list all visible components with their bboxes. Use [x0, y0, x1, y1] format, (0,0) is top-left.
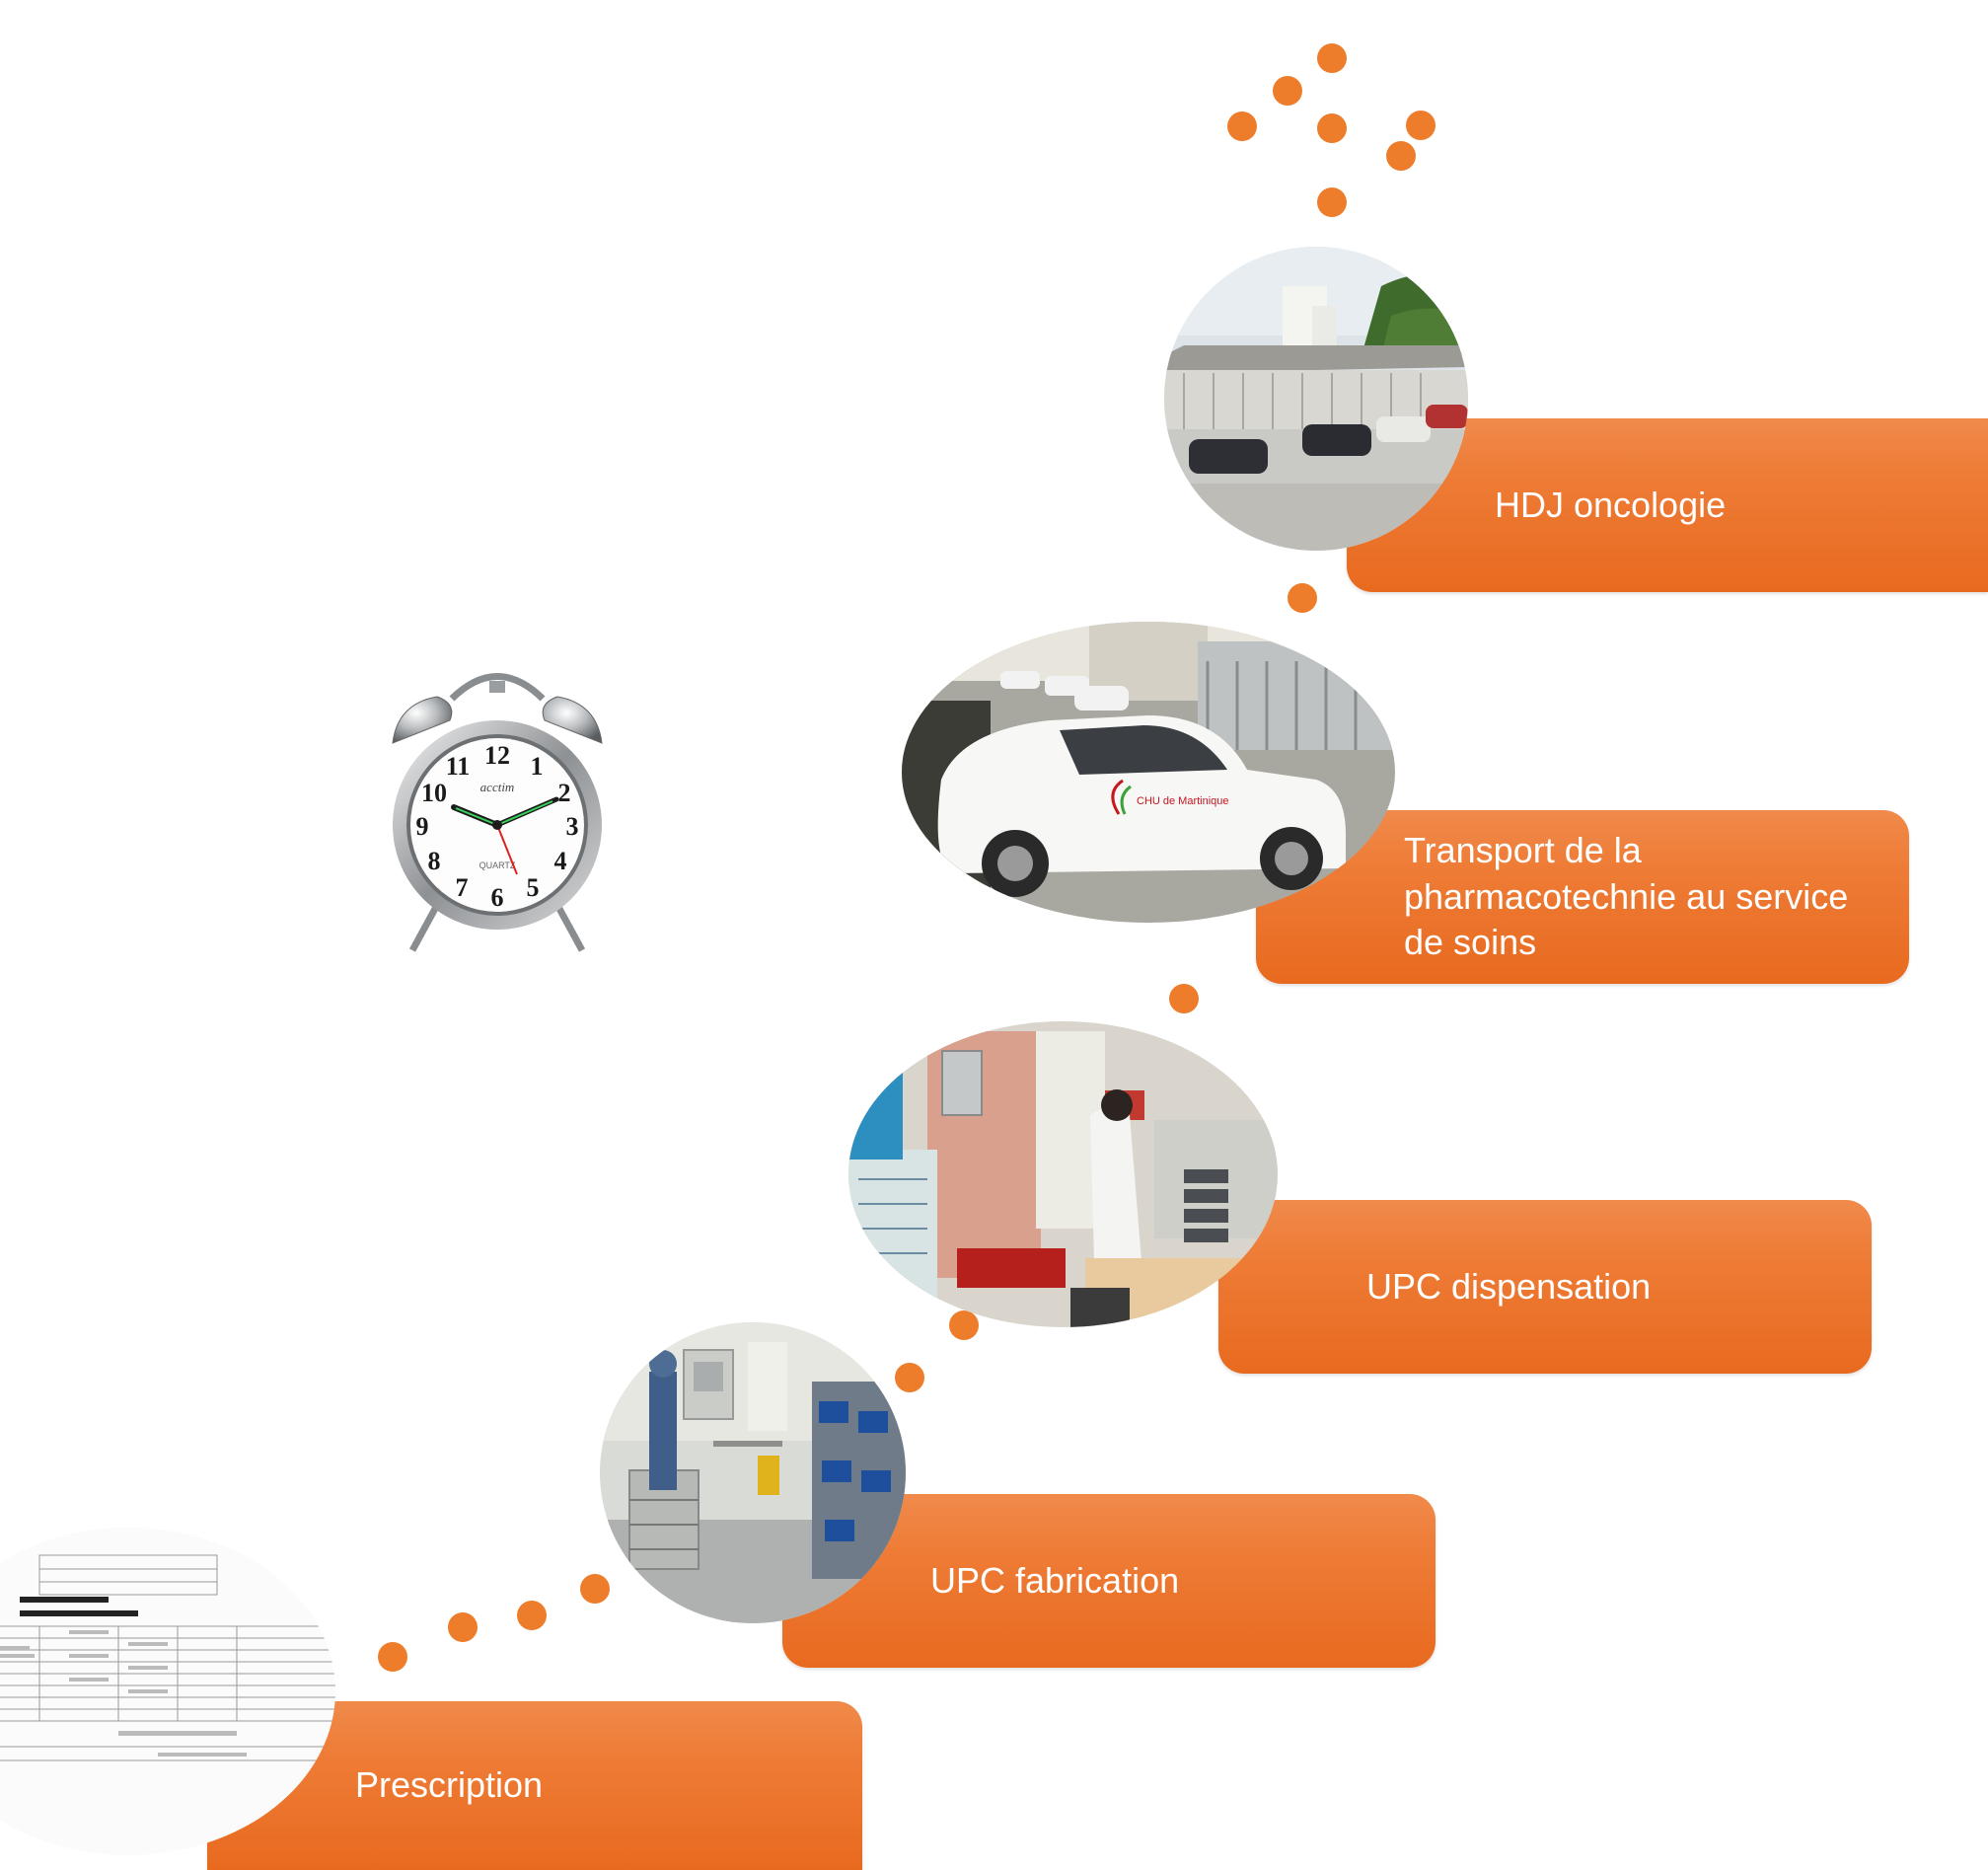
connector-dot — [895, 1363, 924, 1392]
svg-text:7: 7 — [456, 873, 469, 902]
svg-text:4: 4 — [554, 847, 567, 875]
svg-text:12: 12 — [484, 741, 510, 770]
connector-dot — [517, 1601, 547, 1630]
step-label: Transport de la pharmacotechnie au servi… — [1404, 829, 1849, 963]
step-box-upc-dispensation: UPC dispensation — [1218, 1200, 1872, 1374]
photo-delivery-car: CHU de Martinique — [902, 622, 1395, 923]
connector-dot — [1317, 113, 1347, 143]
connector-dot — [949, 1310, 979, 1340]
svg-text:11: 11 — [446, 752, 471, 781]
connector-dot — [448, 1612, 478, 1642]
step-label: UPC dispensation — [1366, 1265, 1652, 1307]
step-label: HDJ oncologie — [1495, 484, 1727, 525]
connector-dot — [1317, 43, 1347, 73]
svg-text:9: 9 — [416, 812, 429, 841]
svg-text:5: 5 — [527, 873, 540, 902]
connector-dot — [1406, 111, 1436, 140]
clock-subtext: QUARTZ — [479, 860, 516, 870]
svg-text:1: 1 — [531, 752, 544, 781]
connector-dot — [1169, 984, 1199, 1013]
svg-text:3: 3 — [566, 812, 579, 841]
photo-pharmacy-dispensing-room — [848, 1021, 1278, 1327]
connector-dot — [1288, 583, 1317, 613]
photo-hospital-building — [1164, 247, 1468, 551]
photo-prescription-document — [0, 1528, 335, 1855]
connector-dot — [580, 1574, 610, 1604]
svg-text:10: 10 — [421, 779, 447, 807]
connector-dot — [378, 1642, 407, 1672]
connector-dot — [1386, 141, 1416, 171]
step-label: Prescription — [355, 1764, 544, 1806]
car-logo-text: CHU de Martinique — [1137, 795, 1229, 807]
svg-text:2: 2 — [558, 779, 571, 807]
step-label: UPC fabrication — [930, 1559, 1180, 1601]
clock-brand: acctim — [480, 780, 515, 794]
connector-dot — [1317, 187, 1347, 217]
svg-text:6: 6 — [491, 883, 504, 912]
connector-dot — [1227, 112, 1257, 141]
photo-cleanroom-preparation — [600, 1322, 906, 1623]
svg-text:8: 8 — [428, 847, 441, 875]
connector-dot — [1273, 76, 1302, 106]
